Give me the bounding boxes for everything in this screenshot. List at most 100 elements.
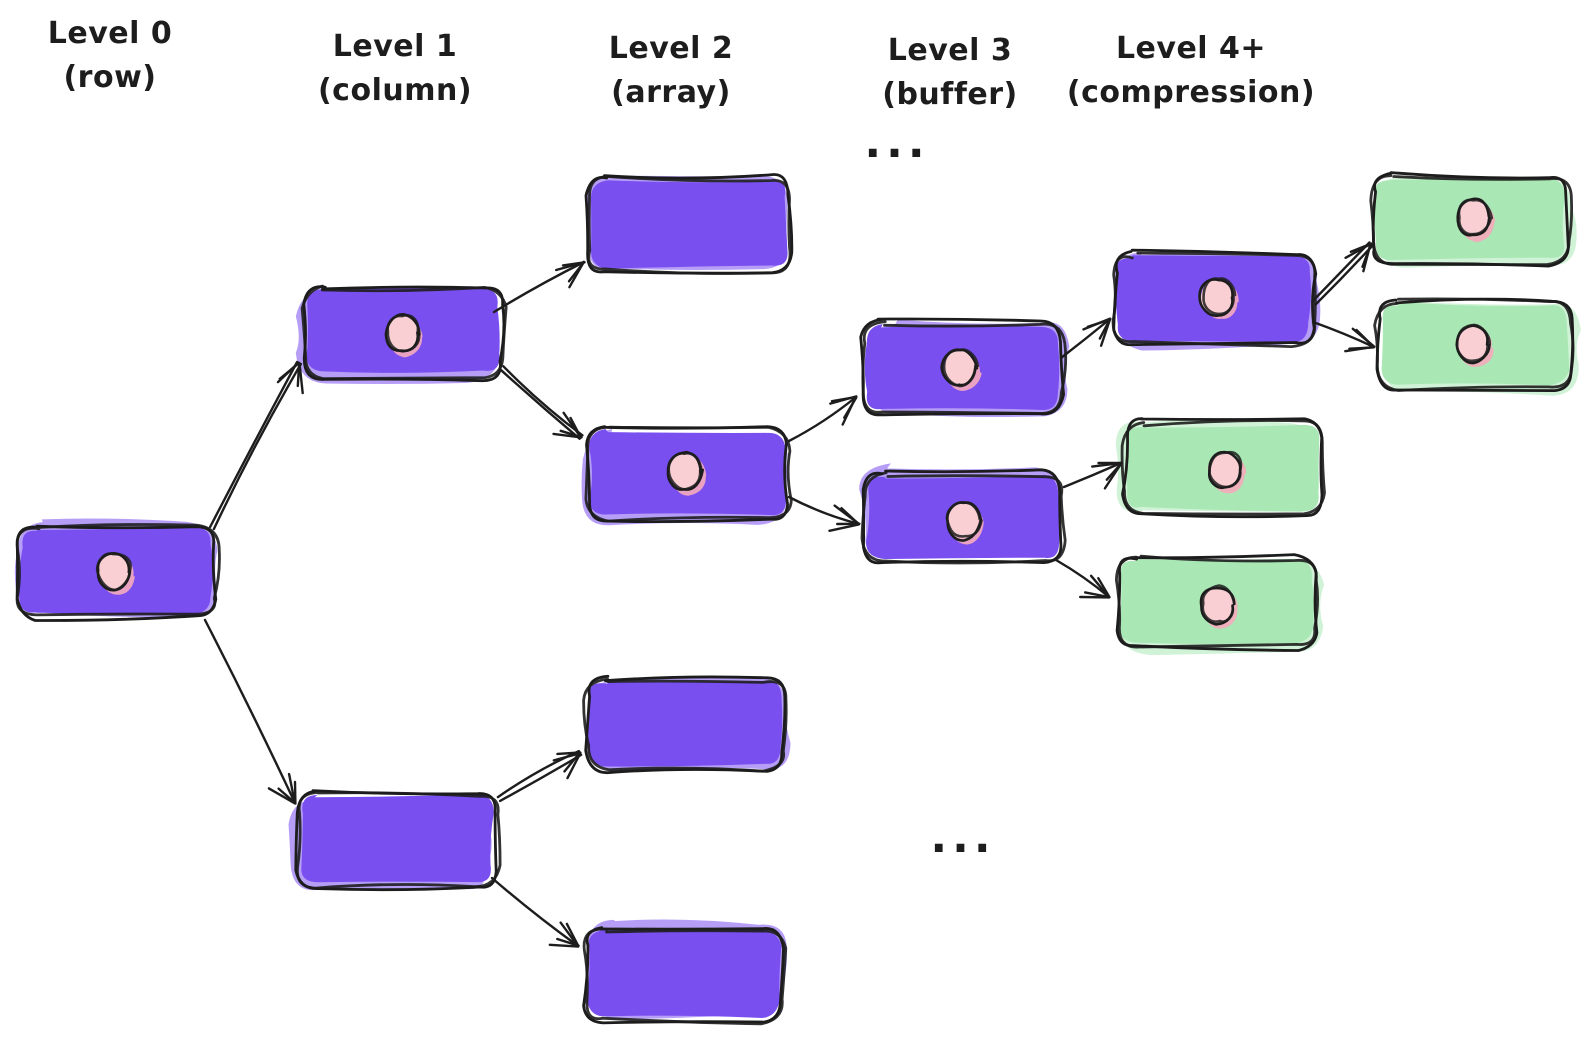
arrow-head-stroke xyxy=(552,752,582,762)
arrow-shaft xyxy=(502,365,584,437)
node-fill xyxy=(587,681,783,767)
arrow-head-stroke xyxy=(559,921,579,947)
node-buffer-bottom xyxy=(859,463,1067,565)
label-level-4: Level 4+ (compression) xyxy=(1067,27,1315,114)
arrow-head-stroke xyxy=(548,943,580,948)
dot-outline-2 xyxy=(386,314,421,353)
dot-outline-2 xyxy=(942,348,980,388)
node-leaf-green-4 xyxy=(1115,553,1325,656)
edge-column-bottom-to-array-bottom-1 xyxy=(496,749,583,803)
edge-compression-node-to-leaf-green-2 xyxy=(1311,320,1376,353)
dot-fill xyxy=(1456,325,1489,362)
arrow-head-stroke xyxy=(562,411,582,438)
arrow-head-stroke xyxy=(556,751,582,756)
edge-buffer-bottom-to-leaf-green-4 xyxy=(1054,558,1111,599)
arrow-shaft xyxy=(1054,558,1111,599)
label-level-3: Level 3 (buffer) xyxy=(882,29,1018,116)
dot-outline-2 xyxy=(667,451,703,491)
edge-row-root-to-column-top xyxy=(208,360,304,531)
dot-outline-2 xyxy=(95,552,132,592)
dot-outline-2 xyxy=(1201,584,1236,623)
dot-fill xyxy=(1200,279,1234,316)
node-array-bottom-1 xyxy=(582,674,791,775)
label-level-2: Level 2 (array) xyxy=(609,27,733,114)
dot-outline-2 xyxy=(945,501,983,538)
label-level-2-subtitle: (array) xyxy=(611,74,731,110)
arrow-shaft xyxy=(212,362,303,531)
node-compression-node xyxy=(1111,248,1321,351)
dot-fill xyxy=(1207,450,1241,488)
node-outline-2 xyxy=(587,174,792,275)
arrow-head-stroke xyxy=(566,751,582,780)
dot-outline-2 xyxy=(1455,323,1492,363)
label-level-2-title: Level 2 xyxy=(608,31,734,66)
arrow-shaft xyxy=(787,395,858,443)
arrow-head-stroke xyxy=(287,772,296,804)
dot-fill xyxy=(668,453,702,490)
node-fill xyxy=(301,794,494,883)
node-row-root xyxy=(14,518,221,622)
edge-array-mid-to-buffer-top xyxy=(787,395,858,443)
node-column-bottom xyxy=(288,789,502,892)
node-leaf-green-1 xyxy=(1369,171,1577,268)
node-outline-2 xyxy=(860,471,1067,565)
dot-fill xyxy=(97,552,130,590)
node-outline-2 xyxy=(1373,297,1575,392)
arrow-shaft xyxy=(787,495,861,526)
node-fill xyxy=(591,180,788,269)
dot-fill xyxy=(1201,588,1235,623)
node-buffer-top xyxy=(859,317,1070,418)
node-outline-2 xyxy=(1120,419,1326,516)
arrow-shaft xyxy=(499,368,581,440)
label-level-4-subtitle: (compression) xyxy=(1066,74,1316,110)
arrow-head-stroke xyxy=(568,260,585,289)
node-column-top xyxy=(295,284,508,385)
ellipsis-bottom: ... xyxy=(930,812,996,863)
arrow-head-stroke xyxy=(1091,461,1122,468)
arrow-head-stroke xyxy=(1089,574,1111,599)
node-outline-2 xyxy=(1115,554,1320,649)
label-level-1-title: Level 1 xyxy=(332,29,458,64)
arrow-shaft xyxy=(1059,317,1112,360)
arrow-shaft xyxy=(203,618,297,805)
edge-column-bottom-to-array-bottom-2 xyxy=(490,876,580,948)
node-leaf-green-2 xyxy=(1373,297,1581,396)
arrow-shaft xyxy=(1314,244,1374,306)
node-outline-2 xyxy=(584,425,793,523)
arrow-head-stroke xyxy=(1099,317,1112,347)
label-level-1-subtitle: (column) xyxy=(317,72,473,108)
arrow-shaft xyxy=(1311,320,1376,349)
dot-outline-2 xyxy=(1457,198,1494,236)
dot-fill xyxy=(943,349,976,386)
dot-outline-2 xyxy=(1202,277,1237,316)
node-outline-2 xyxy=(300,284,508,380)
node-outline-2 xyxy=(1369,174,1574,267)
node-outline-2 xyxy=(295,790,502,890)
edge-row-root-to-column-bottom xyxy=(203,618,297,805)
dot-fill xyxy=(386,316,419,352)
arrow-shaft xyxy=(492,260,586,314)
arrow-shaft xyxy=(490,876,580,948)
arrow-head-stroke xyxy=(829,395,858,405)
arrow-head-stroke xyxy=(267,787,296,805)
edge-buffer-top-to-compression-node xyxy=(1059,317,1112,360)
arrow-head-stroke xyxy=(1103,462,1123,490)
node-outline-2 xyxy=(861,320,1068,415)
node-array-bottom-2 xyxy=(582,919,788,1026)
label-level-0: Level 0 (row) xyxy=(48,12,172,99)
arrow-head-stroke xyxy=(555,261,585,272)
node-leaf-green-3 xyxy=(1115,417,1326,519)
arrow-head-stroke xyxy=(552,432,583,439)
arrow-head-stroke xyxy=(1344,345,1376,353)
arrow-head-stroke xyxy=(556,937,580,947)
arrow-shaft xyxy=(1062,461,1123,489)
label-level-3-title: Level 3 xyxy=(887,33,1013,68)
dot-outline-2 xyxy=(1208,450,1243,489)
node-array-top xyxy=(584,173,794,275)
ellipsis-top: ... xyxy=(864,117,930,168)
node-outline-2 xyxy=(582,677,788,773)
arrow-shaft xyxy=(208,360,299,529)
dot-fill xyxy=(947,502,980,539)
